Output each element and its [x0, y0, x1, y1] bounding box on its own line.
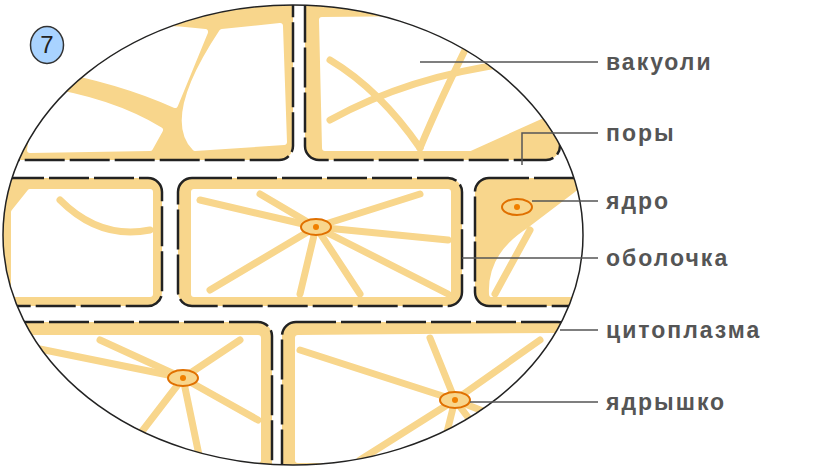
- part-label: оболочка: [606, 243, 729, 273]
- part-label: ядрышко: [606, 387, 726, 417]
- part-label: вакуоли: [606, 47, 713, 77]
- part-label: ядро: [606, 186, 670, 216]
- leader-lines: [420, 62, 598, 402]
- callout-badge: 7: [29, 25, 65, 65]
- callout-number: 7: [40, 31, 53, 59]
- part-label: цитоплазма: [606, 315, 761, 345]
- part-label: поры: [606, 118, 676, 148]
